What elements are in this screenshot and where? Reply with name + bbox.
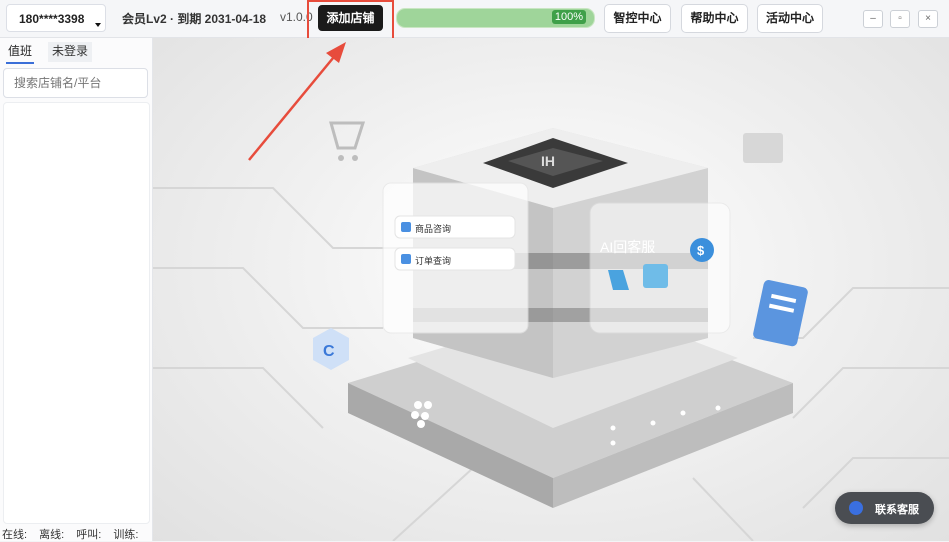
store-list[interactable] [3,102,150,524]
sidebar: 值班 未登录 在线: 离线: 呼叫: 训练: [0,38,153,541]
ai-service-label: AI回客服 [600,239,655,255]
add-store-button[interactable]: 添加店铺 [318,5,383,31]
dollar-icon [690,238,714,262]
version-label: v1.0.0 [280,10,313,24]
order-query-label: 订单查询 [415,255,451,266]
document-icon [753,280,808,347]
c-chip-icon: C [323,343,335,360]
control-center-button[interactable]: 智控中心 [604,4,671,33]
caret-down-icon [95,23,101,27]
membership-info: 会员Lv2 · 到期 2031-04-18 [122,12,267,26]
svg-text:$: $ [697,243,705,258]
status-bar: 在线: 离线: 呼叫: 训练: [2,526,147,542]
status-offline: 离线: [39,529,65,541]
hero-banner: IH 商品咨询 订单查询 AI回客服 $ C [153,38,949,541]
contact-service-label: 联系客服 [875,504,919,516]
tab-not-logged-in[interactable]: 未登录 [48,42,93,62]
status-train: 训练: [113,529,139,541]
svg-text:IH: IH [541,153,555,169]
cart-icon [608,270,629,290]
platform-logo-icon [411,401,432,428]
top-bar: 180****3398 会员Lv2 · 到期 2031-04-18 v1.0.0… [0,0,949,42]
progress-fill [397,9,594,27]
progress-bar: 100% [396,8,595,28]
gift-icon [643,264,668,288]
package-icon [743,133,783,163]
status-online: 在线: [2,529,28,541]
help-center-button[interactable]: 帮助中心 [681,4,748,33]
activity-center-button[interactable]: 活动中心 [757,4,823,33]
minimize-button[interactable]: – [863,10,883,28]
product-consult-label: 商品咨询 [415,223,451,234]
account-label: 180****3398 [19,12,85,26]
maximize-button[interactable]: ▫ [890,10,910,28]
status-call: 呼叫: [76,529,102,541]
customer-service-icon [849,501,863,515]
progress-percent: 100% [551,10,586,24]
tab-on-duty[interactable]: 值班 [6,42,35,64]
annotation-highlight-box [307,0,394,42]
account-selector[interactable]: 180****3398 [6,4,106,32]
close-button[interactable]: × [918,10,938,28]
contact-service-button[interactable]: 联系客服 [835,492,934,524]
hero-illustration: IH 商品咨询 订单查询 AI回客服 $ C [153,121,949,541]
store-search-input[interactable] [3,68,148,98]
shopping-cart-icon [329,121,366,150]
